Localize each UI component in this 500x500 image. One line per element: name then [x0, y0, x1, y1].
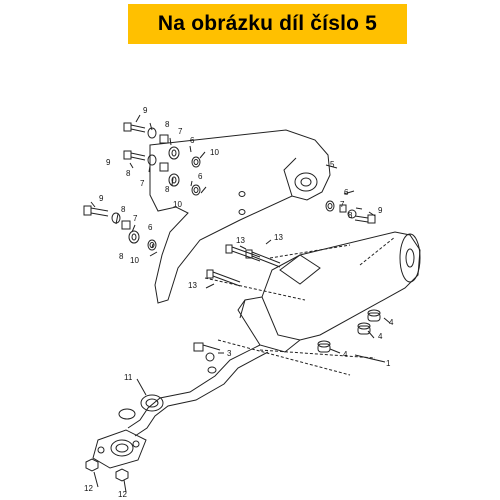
stud-hardware-3 [193, 342, 221, 374]
callout-8: 8 [126, 169, 131, 178]
callout-5: 5 [330, 160, 335, 169]
exhaust-pipe [127, 344, 261, 429]
callout-6: 6 [344, 188, 349, 197]
callout-6: 6 [190, 136, 195, 145]
flange-nut-left [85, 458, 99, 472]
callout-7: 7 [178, 127, 183, 136]
callout-9: 9 [106, 158, 111, 167]
bolt-set-row-3 [83, 205, 157, 251]
callout-13: 13 [236, 236, 245, 245]
callout-4: 4 [378, 332, 383, 341]
callout-8: 8 [165, 185, 170, 194]
callout-4: 4 [343, 350, 348, 359]
callout-1: 1 [386, 359, 391, 368]
flange-nut-right [115, 468, 129, 482]
callout-13: 13 [274, 233, 283, 242]
muffler-body [261, 231, 421, 341]
callout-7: 7 [140, 179, 145, 188]
gasket-ring [140, 394, 164, 412]
bolt-set-row-2 [123, 150, 201, 196]
bolts-13 [206, 244, 281, 287]
callout-10: 10 [173, 200, 182, 209]
callout-8: 8 [119, 252, 124, 261]
bolt-set-right [325, 200, 376, 224]
callout-9: 9 [378, 206, 383, 215]
callout-9: 9 [143, 106, 148, 115]
title-banner: Na obrázku díl číslo 5 [128, 4, 407, 44]
callout-9: 9 [99, 194, 104, 203]
rubber-grommets-4 [317, 309, 381, 353]
callout-4: 4 [389, 318, 394, 327]
callout-8: 8 [348, 211, 353, 220]
bolt-set-row-1 [123, 122, 201, 168]
callout-6: 6 [148, 223, 153, 232]
callout-13: 13 [188, 281, 197, 290]
callout-11: 11 [124, 373, 133, 382]
banner-title: Na obrázku díl číslo 5 [157, 12, 378, 35]
bracket-arm [149, 129, 331, 304]
callout-7: 7 [133, 214, 138, 223]
callout-3: 3 [227, 349, 232, 358]
callout-12: 12 [84, 484, 93, 493]
callout-labels: 9 8 7 6 10 9 8 7 6 8 10 9 8 7 6 8 10 5 6… [84, 106, 394, 499]
callout-10: 10 [130, 256, 139, 265]
callout-8: 8 [165, 120, 170, 129]
bracket-hole [294, 172, 318, 192]
callout-6: 6 [198, 172, 203, 181]
muffler-end-cap [399, 233, 421, 283]
callout-10: 10 [210, 148, 219, 157]
callout-7: 7 [340, 200, 345, 209]
pipe-flange [92, 429, 147, 469]
callout-8: 8 [121, 205, 126, 214]
callout-12: 12 [118, 490, 127, 499]
